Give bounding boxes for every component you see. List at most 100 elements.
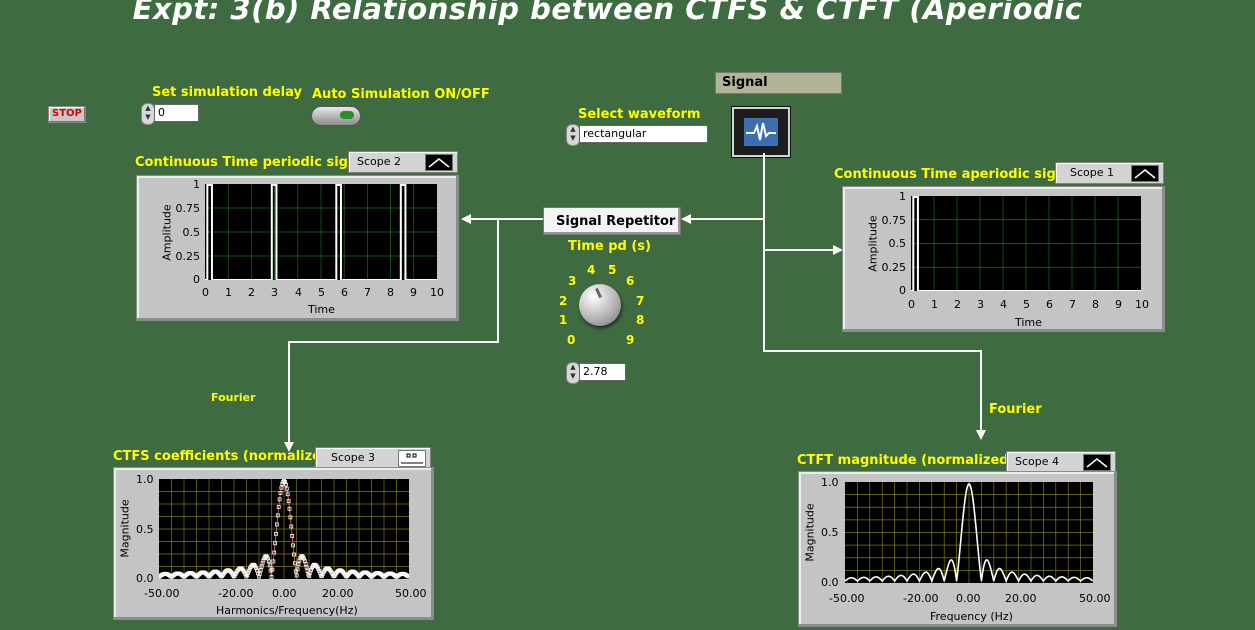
scope3-ytick: 0.0 [136, 572, 154, 585]
ctfs-coefficient-point [284, 486, 289, 491]
scope2-xtick: 7 [364, 286, 371, 299]
scope4-ylabel: Magnitude [803, 503, 817, 562]
knob-tick-5: 5 [608, 263, 617, 277]
scope3-xtick: -50.00 [144, 587, 180, 600]
scope3-ylabel: Magnitude [118, 499, 132, 558]
scope2-ytick: 0.5 [182, 226, 201, 239]
ctfs-coefficient-point [261, 558, 266, 563]
ctfs-coefficient-point [292, 552, 296, 557]
ctfs-coefficient-point [276, 505, 281, 509]
ctfs-coefficient-point [286, 499, 291, 503]
scope1-xtick: 8 [1092, 298, 1099, 311]
wire-to-scope1 [763, 249, 835, 251]
scope1-xtick: 0 [908, 298, 915, 311]
ctfs-coefficient-point [271, 559, 276, 564]
scope3-plot-area[interactable] [157, 479, 411, 579]
waveform-value[interactable]: rectangular [579, 125, 708, 143]
arrow-to-repetitor [681, 214, 691, 224]
ctfs-coefficient-point [272, 550, 277, 555]
scope3-graph[interactable]: Magnitude Harmonics/Frequency(Hz) 1.0 0.… [113, 467, 434, 620]
ctfs-coefficient-point [279, 485, 284, 490]
scope1-xtick: 3 [977, 298, 984, 311]
knob-tick-1: 1 [559, 313, 568, 327]
knob-tick-6: 6 [626, 274, 635, 288]
scope1-xtick: 9 [1115, 298, 1122, 311]
ctfs-coefficient-point [254, 566, 259, 571]
waveform-label: Select waveform [578, 107, 701, 122]
arrow-to-scope1 [833, 245, 843, 255]
scope1-xlabel: Time [1015, 316, 1042, 329]
scope4-xtick: 20.00 [1005, 592, 1037, 605]
scope2-legend[interactable]: Scope 2 [348, 151, 458, 173]
scope4-ytick: 0.5 [821, 526, 839, 539]
scope3-legend[interactable]: Scope 3 [315, 447, 431, 469]
scope3-name: Scope 3 [331, 451, 376, 464]
ctfs-coefficient-point [275, 522, 279, 527]
scope3-ytick: 0.5 [136, 523, 154, 536]
scope1-plot-area[interactable] [911, 196, 1141, 292]
scope4-xtick: -50.00 [829, 592, 865, 605]
ctfs-coefficient-point [292, 561, 297, 566]
scope2-xtick: 9 [410, 286, 417, 299]
scope1-xtick: 5 [1023, 298, 1030, 311]
wire-rep-to-scope2 [470, 218, 543, 220]
scope1-xtick: 6 [1046, 298, 1053, 311]
signal-repetitor-box: Signal Repetitor [543, 207, 681, 235]
knob-body[interactable] [579, 284, 621, 326]
scope4-graph[interactable]: Magnitude Frequency (Hz) 1.0 0.5 0.0 -50… [798, 471, 1117, 627]
scope3-plot-legend-icon [398, 450, 426, 467]
scope2-caption: Continuous Time periodic signal [135, 155, 371, 170]
time-period-knob[interactable] [552, 258, 652, 348]
scope2-svg [205, 184, 437, 281]
scope1-ytick: 0.25 [881, 261, 907, 274]
scope2-xtick: 2 [248, 286, 255, 299]
waveform-ring[interactable]: ▲▼ rectangular [566, 124, 708, 146]
signal-header: Signal [715, 72, 842, 94]
signal-repetitor-label: Signal Repetitor [556, 214, 676, 229]
scope2-graph[interactable]: Amplitude Time 1 0.75 0.5 0.25 0 0 1 2 3… [136, 175, 459, 321]
signal-header-text: Signal [722, 75, 768, 90]
scope1-ytick: 0.5 [888, 237, 907, 250]
delay-control[interactable]: ▲▼ 0 [141, 103, 203, 125]
scope4-plot-area[interactable] [844, 482, 1094, 584]
ctfs-coefficient-point [283, 480, 287, 484]
auto-sim-toggle[interactable] [311, 106, 361, 126]
scope1-plot-legend-icon [1131, 165, 1159, 182]
wire-right-horizontal [763, 350, 982, 352]
scope3-xtick: 50.00 [395, 587, 427, 600]
fourier-label-left: Fourier [211, 391, 256, 404]
ctfs-coefficient-point [290, 534, 295, 538]
scope2-name: Scope 2 [357, 155, 402, 168]
waveform-icon [744, 118, 778, 146]
fourier-label-right: Fourier [989, 402, 1042, 417]
scope3-xlabel: Harmonics/Frequency(Hz) [216, 604, 358, 617]
scope2-xtick: 1 [225, 286, 232, 299]
signal-vi-icon[interactable] [732, 107, 790, 157]
time-period-spinner[interactable]: ▲▼ [566, 362, 580, 384]
scope4-legend[interactable]: Scope 4 [1006, 451, 1116, 473]
ctfs-coefficient-point [296, 562, 301, 567]
waveform-spinner[interactable]: ▲▼ [566, 124, 580, 146]
knob-tick-2: 2 [559, 294, 568, 308]
scope4-ytick: 1.0 [821, 476, 839, 489]
scope1-legend[interactable]: Scope 1 [1055, 162, 1164, 184]
scope1-ytick: 0 [899, 284, 906, 297]
scope1-graph[interactable]: Amplitude Time 1 0.75 0.5 0.25 0 0 1 2 3… [842, 186, 1165, 332]
scope3-xtick: -20.00 [218, 587, 254, 600]
stop-button[interactable]: STOP [48, 106, 86, 123]
ctfs-coefficient-point [247, 568, 251, 573]
wire-signal-down [763, 153, 765, 352]
scope3-caption: CTFS coefficients (normalized) [113, 449, 337, 464]
time-period-input[interactable]: 2.78 [579, 363, 626, 381]
ctfs-coefficient-point [295, 567, 300, 572]
scope4-plot-legend-icon [1083, 454, 1111, 471]
scope2-plot-area[interactable] [205, 184, 437, 281]
ctfs-coefficient-point [267, 563, 272, 568]
ctfs-coefficient-point [273, 541, 277, 546]
ctfs-coefficient-point [284, 482, 288, 487]
ctfs-coefficient-point [316, 567, 321, 571]
time-period-control[interactable]: ▲▼ 2.78 [566, 362, 628, 384]
delay-input[interactable]: 0 [154, 104, 199, 122]
delay-spinner[interactable]: ▲▼ [141, 103, 155, 125]
stop-label: STOP [52, 108, 82, 119]
